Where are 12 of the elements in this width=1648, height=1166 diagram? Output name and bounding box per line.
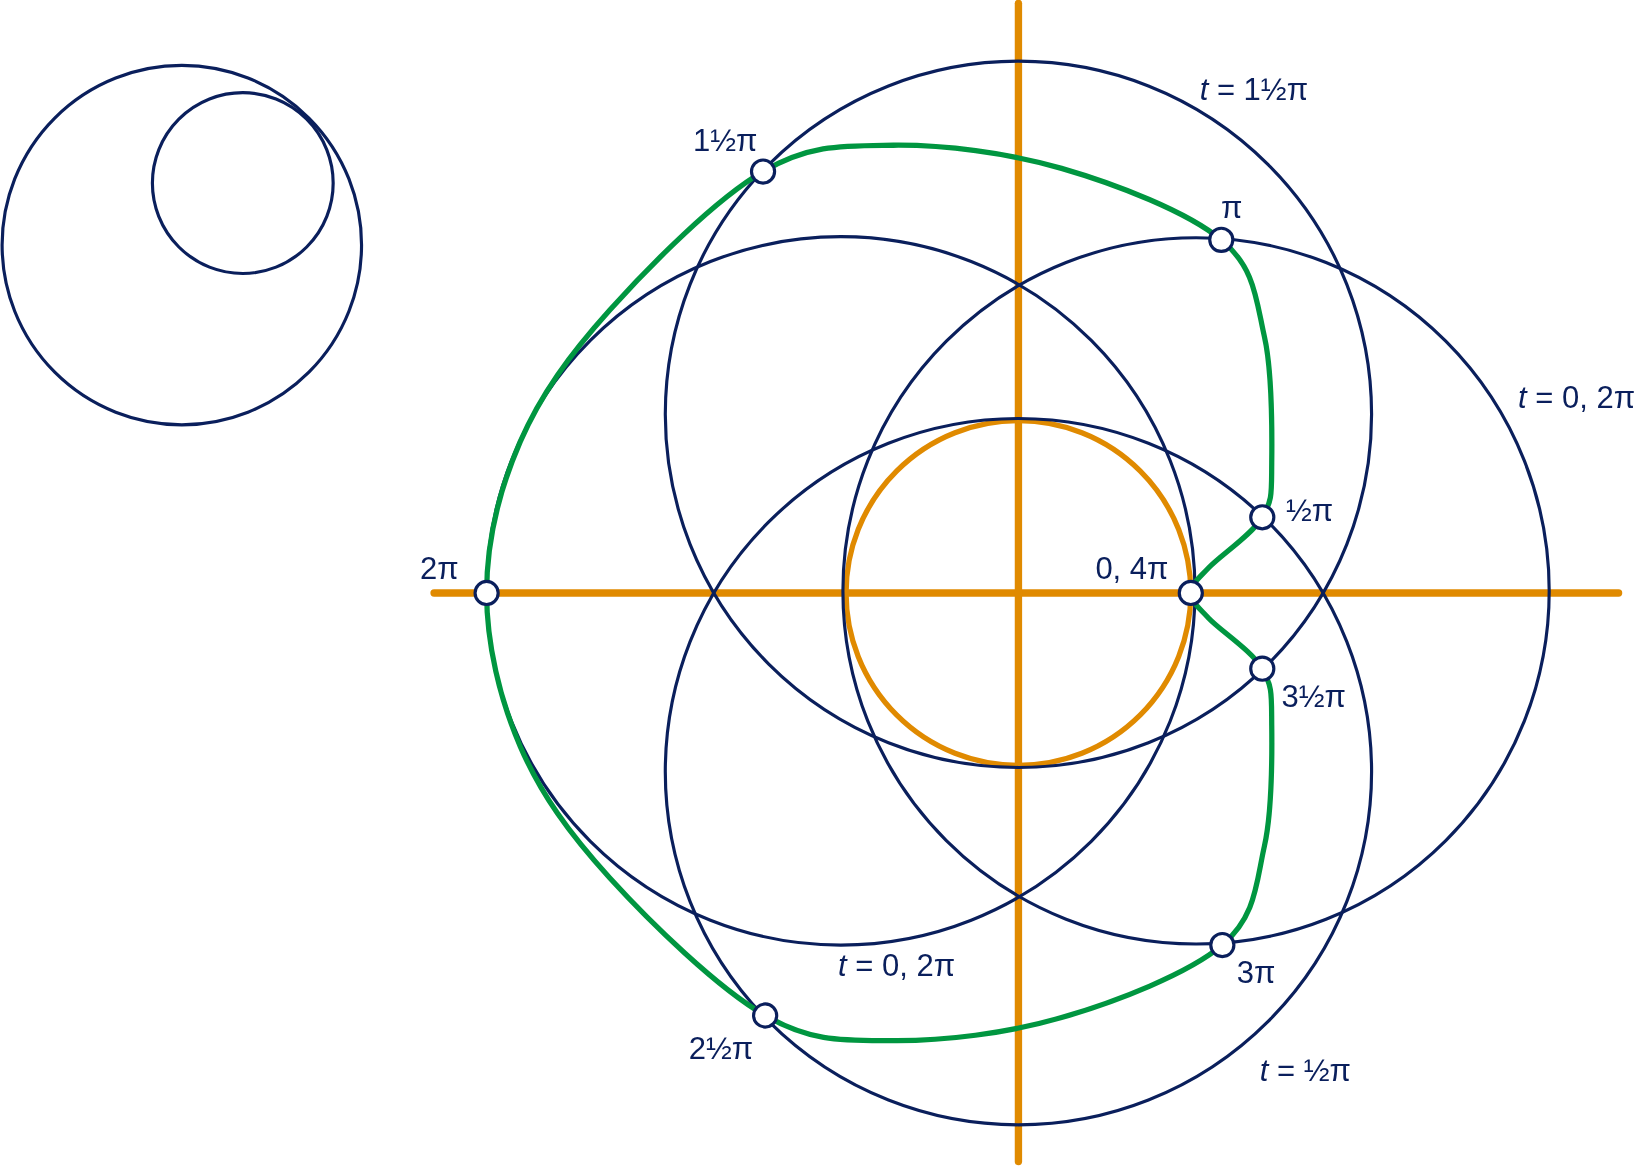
- angle-label: ½π: [1285, 494, 1334, 526]
- parameter-label: t = 0, 2π: [838, 949, 956, 981]
- parameter-label: t = ½π: [1259, 1054, 1351, 1086]
- parameter-label: t = 0, 2π: [1518, 381, 1636, 413]
- angle-label: 1½π: [692, 124, 758, 156]
- angle-label: 2π: [420, 552, 459, 584]
- angle-label: 3½π: [1281, 680, 1346, 712]
- angle-label: 0, 4π: [1095, 552, 1169, 584]
- angle-label: 3π: [1236, 956, 1276, 988]
- angle-label: 2½π: [688, 1032, 754, 1064]
- angle-label: π: [1221, 191, 1243, 223]
- parameter-label: t = 1½π: [1199, 73, 1309, 105]
